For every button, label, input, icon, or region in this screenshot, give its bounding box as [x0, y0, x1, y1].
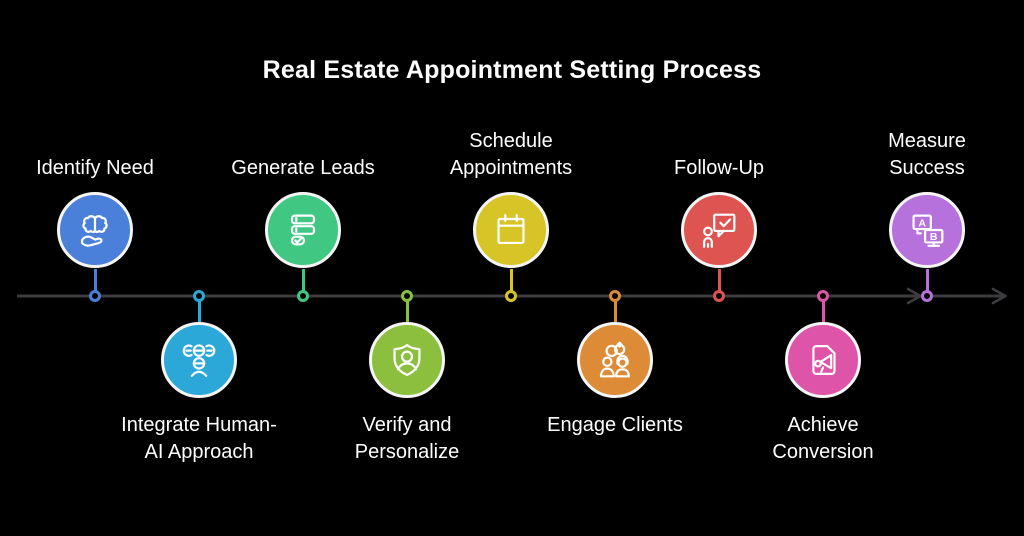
step-connector-dot [505, 290, 517, 302]
step-connector-stem [717, 269, 721, 291]
step-connector-dot [401, 290, 413, 302]
step-label-achieve-conversion: Achieve Conversion [772, 414, 874, 463]
step-circle-follow-up [681, 192, 757, 268]
step-circle-engage-clients [577, 322, 653, 398]
step-label-follow-up: Follow-Up [673, 157, 765, 179]
step-connector-dot [921, 290, 933, 302]
step-circle-identify-need [57, 192, 133, 268]
step-connector-stem [93, 269, 97, 291]
step-connector-dot [609, 290, 621, 302]
step-circle-generate-leads [265, 192, 341, 268]
step-connector-dot [193, 290, 205, 302]
step-connector-dot [297, 290, 309, 302]
timeline-mid-arrow-icon [906, 287, 922, 305]
step-connector-dot [817, 290, 829, 302]
ab-test-icon: A B [912, 214, 944, 247]
step-label-engage-clients: Engage Clients [547, 414, 683, 436]
step-label-verify-personalize: Verify and Personalize [354, 414, 460, 463]
timeline-end-arrow-icon [991, 287, 1007, 305]
step-connector-stem [821, 301, 825, 323]
step-connector-dot [89, 290, 101, 302]
brain-hand-icon [80, 215, 108, 247]
step-label-generate-leads: Generate Leads [231, 157, 375, 179]
step-circle-achieve-conversion [785, 322, 861, 398]
step-connector-dot [713, 290, 725, 302]
step-circle-integrate-human-ai [161, 322, 237, 398]
step-connector-stem [405, 301, 409, 323]
step-connector-stem [613, 301, 617, 323]
step-label-identify-need: Identify Need [36, 157, 154, 179]
lead-list-icon [290, 214, 316, 246]
step-label-measure-success: Measure Success [888, 130, 966, 179]
step-circle-verify-personalize [369, 322, 445, 398]
human-ai-group-icon [182, 344, 216, 377]
clients-icon [599, 341, 630, 378]
calendar-icon [497, 214, 525, 245]
step-connector-stem [509, 269, 513, 291]
step-label-schedule-appointments: Schedule Appointments [449, 130, 573, 179]
page-title: Real Estate Appointment Setting Process [262, 56, 762, 84]
svg-text:B: B [930, 231, 938, 243]
megaphone-doc-icon [812, 345, 836, 375]
shield-person-icon [393, 344, 421, 376]
step-connector-stem [925, 269, 929, 291]
svg-text:A: A [918, 217, 926, 229]
step-label-integrate-human-ai: Integrate Human-AI Approach [121, 414, 277, 463]
step-circle-schedule-appointments [473, 192, 549, 268]
chat-check-person-icon [703, 213, 736, 248]
step-connector-stem [197, 301, 201, 323]
step-circle-measure-success: A B [889, 192, 965, 268]
step-connector-stem [301, 269, 305, 291]
